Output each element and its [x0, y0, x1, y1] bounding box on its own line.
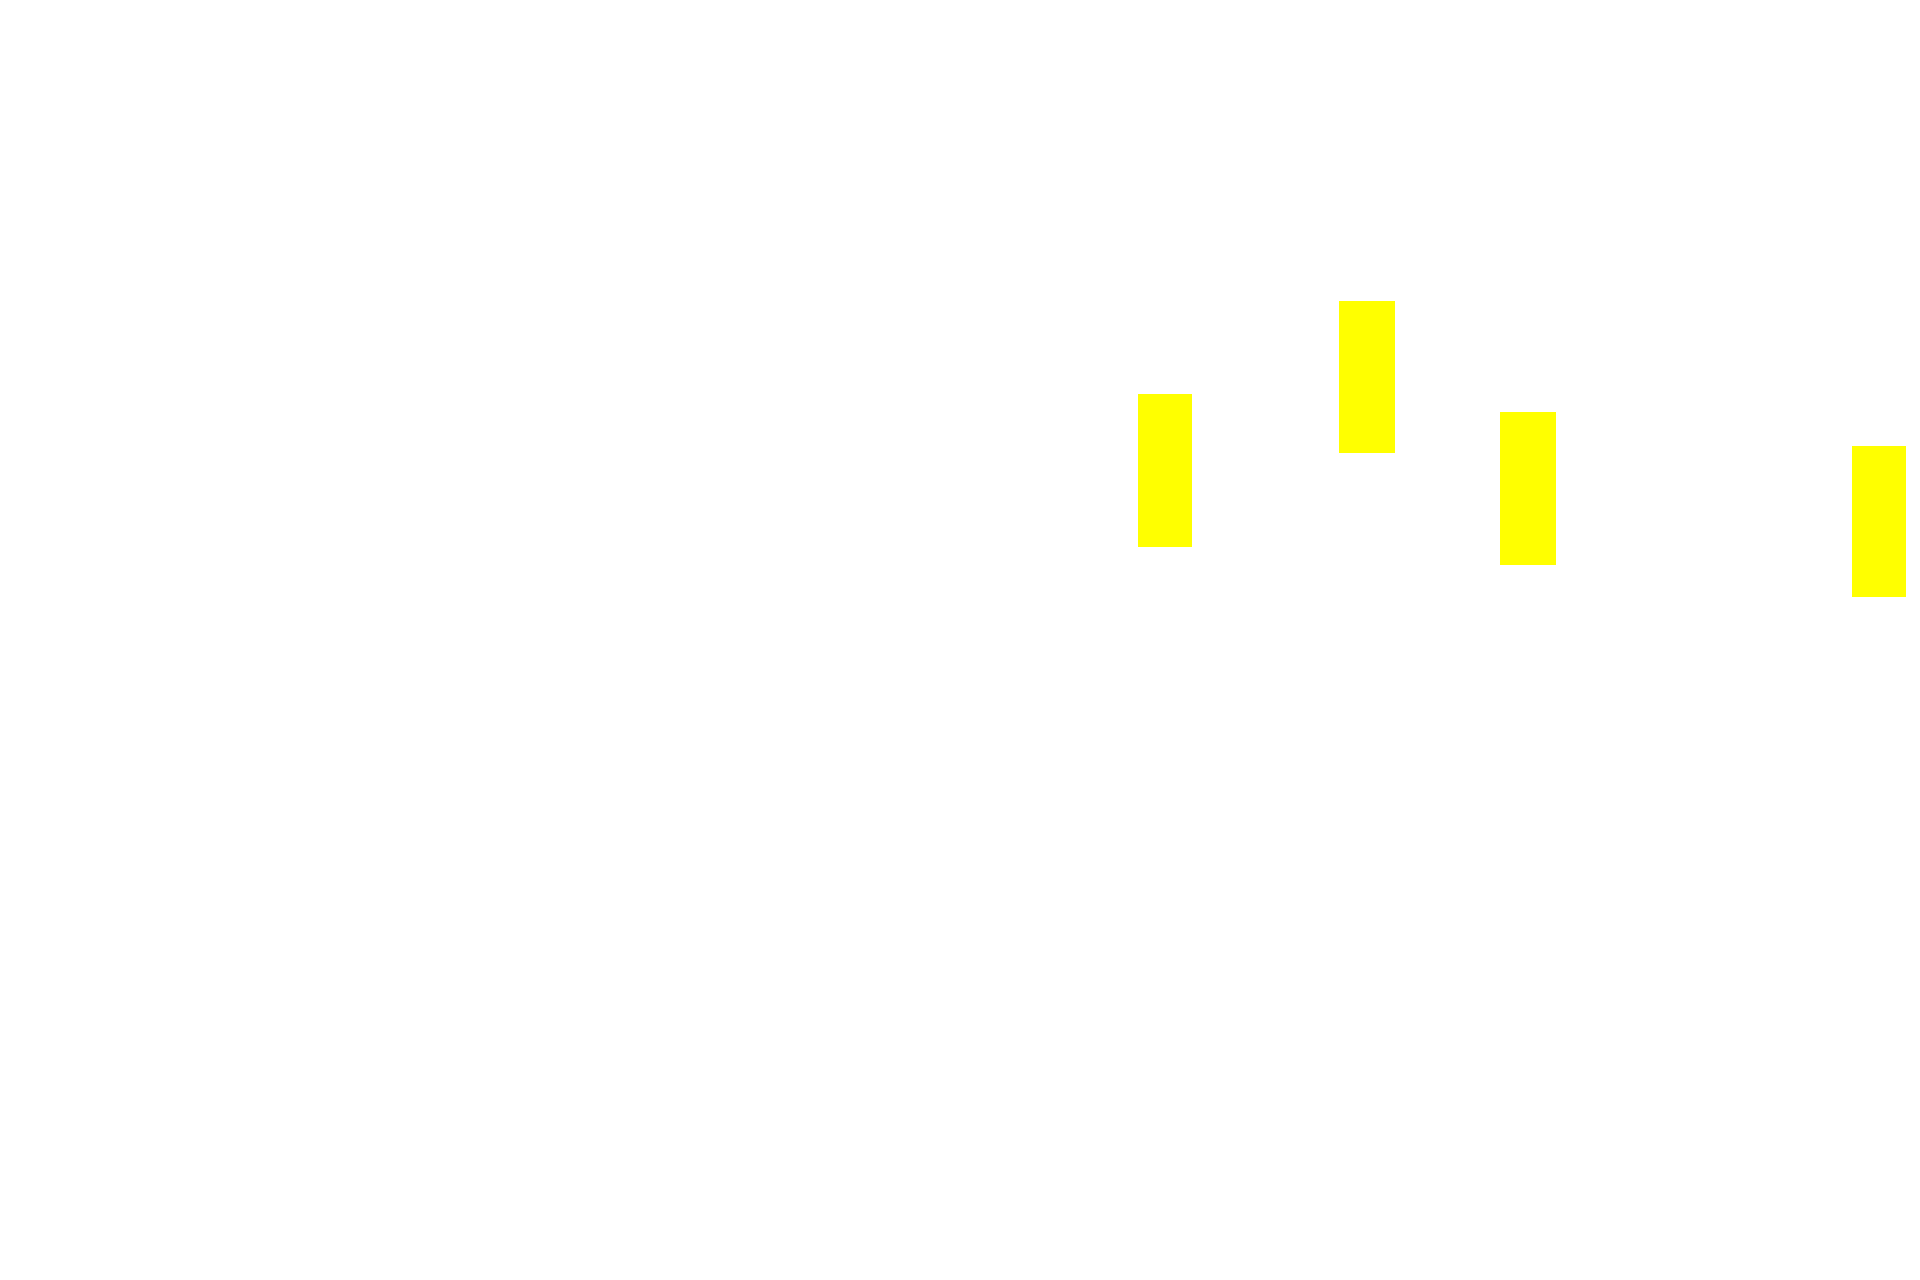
yellow-block [1852, 446, 1906, 597]
yellow-block [1500, 412, 1556, 565]
yellow-block [1138, 394, 1192, 547]
yellow-block [1339, 301, 1395, 453]
